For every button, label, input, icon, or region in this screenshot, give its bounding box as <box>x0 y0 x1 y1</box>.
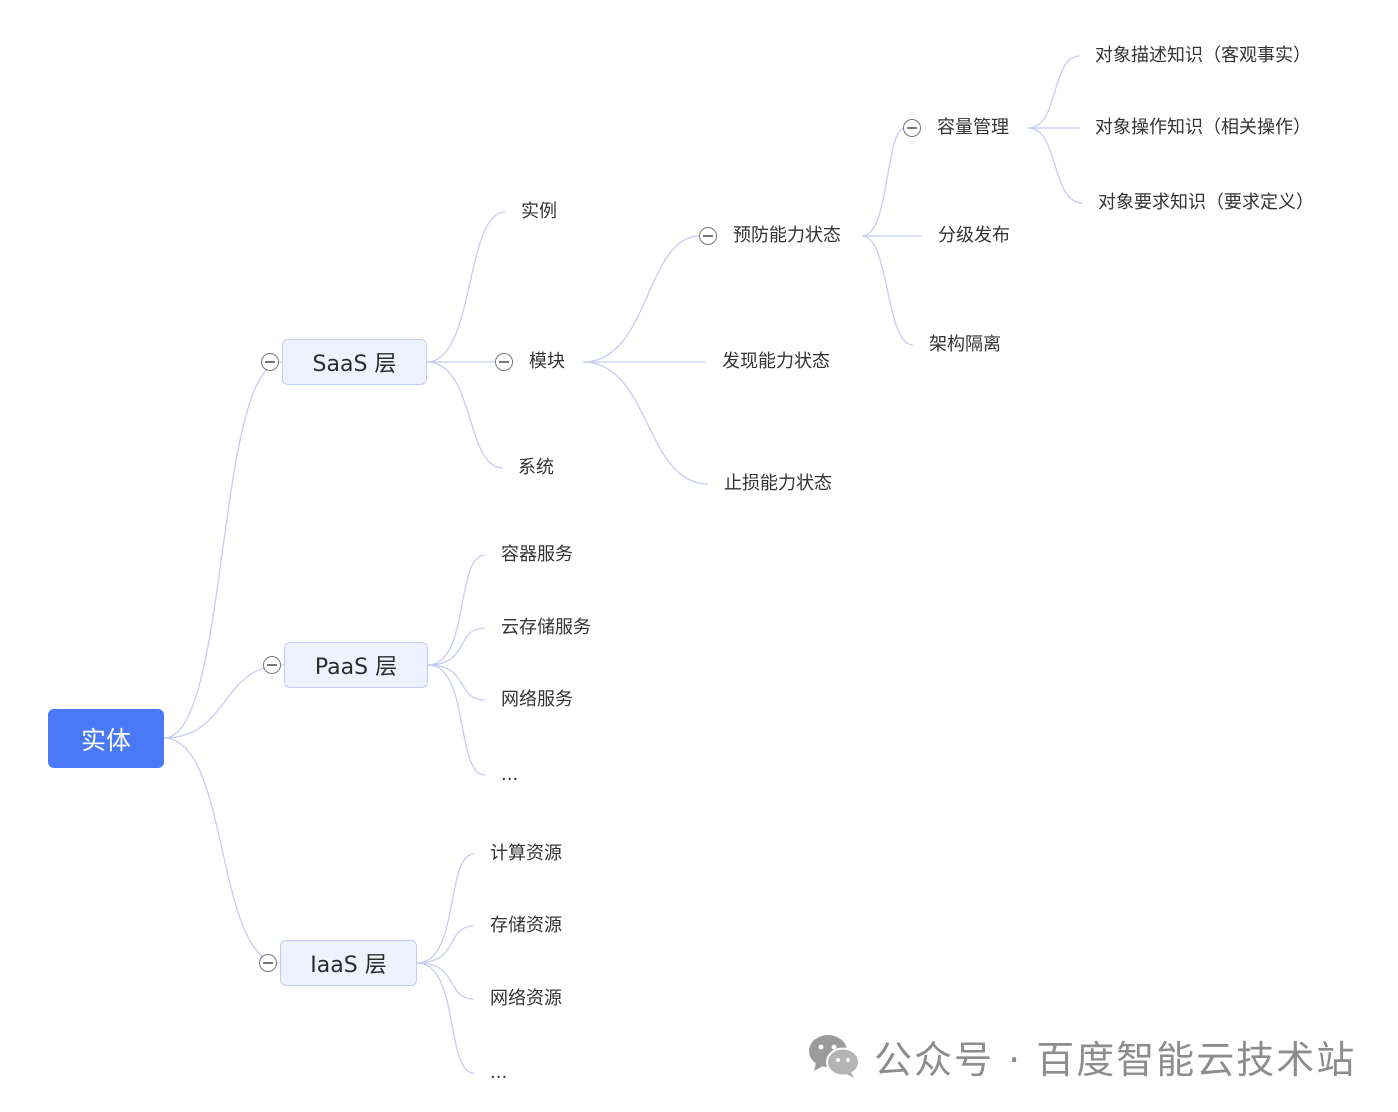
watermark: 公众号 · 百度智能云技术站 <box>806 1028 1356 1084</box>
node-paas-child[interactable]: 网络服务 <box>501 689 573 710</box>
watermark-text: 公众号 · 百度智能云技术站 <box>874 1037 1357 1082</box>
edge-iaas-2 <box>416 925 475 964</box>
node-capacity-management[interactable]: 容量管理 <box>937 117 1009 138</box>
node-paas-child[interactable]: ... <box>501 764 519 785</box>
node-graded-release[interactable]: 分级发布 <box>938 225 1010 246</box>
collapse-prevent-icon[interactable] <box>699 227 717 245</box>
node-iaas-child[interactable]: 存储资源 <box>490 915 562 936</box>
node-object-operate-knowledge[interactable]: 对象操作知识（相关操作） <box>1095 117 1311 138</box>
edge-root-saas <box>163 361 283 739</box>
node-module[interactable]: 模块 <box>529 351 565 372</box>
edge-prevent-isolation <box>861 235 914 346</box>
edge-module-prevent <box>582 235 701 363</box>
node-iaas-child[interactable]: 计算资源 <box>490 843 562 864</box>
node-stoploss-status[interactable]: 止损能力状态 <box>724 473 832 494</box>
collapse-capacity-icon[interactable] <box>903 119 921 137</box>
node-paas-child[interactable]: 云存储服务 <box>501 617 591 638</box>
node-object-describe-knowledge[interactable]: 对象描述知识（客观事实） <box>1095 45 1311 66</box>
node-architecture-isolation[interactable]: 架构隔离 <box>929 334 1001 355</box>
edge-iaas-3 <box>416 962 475 1000</box>
node-iaas-child[interactable]: 网络资源 <box>490 988 562 1009</box>
edge-paas-3 <box>427 664 486 701</box>
edge-saas-system <box>426 361 504 469</box>
node-saas-layer[interactable]: SaaS 层 <box>282 339 427 385</box>
edge-capacity-describe <box>1027 55 1081 129</box>
edge-paas-2 <box>427 627 486 666</box>
node-discover-status[interactable]: 发现能力状态 <box>722 351 830 372</box>
edge-iaas-4 <box>416 962 475 1074</box>
edge-saas-instance <box>426 211 506 363</box>
edge-paas-1 <box>427 554 486 666</box>
wechat-icon <box>809 1035 860 1078</box>
node-iaas-child[interactable]: ... <box>490 1062 508 1083</box>
collapse-paas-icon[interactable] <box>263 656 281 674</box>
node-paas-child[interactable]: 容器服务 <box>501 544 573 565</box>
collapse-saas-icon[interactable] <box>261 353 279 371</box>
collapse-module-icon[interactable] <box>495 353 513 371</box>
edge-module-stoploss <box>582 361 709 485</box>
node-instance[interactable]: 实例 <box>521 201 557 222</box>
edge-prevent-capacity <box>861 127 906 237</box>
root-node[interactable]: 实体 <box>48 709 164 768</box>
edge-paas-4 <box>427 664 486 776</box>
edge-root-paas <box>163 664 285 739</box>
node-system[interactable]: 系统 <box>518 457 554 478</box>
edge-capacity-require <box>1027 127 1084 204</box>
node-object-require-knowledge[interactable]: 对象要求知识（要求定义） <box>1098 192 1314 213</box>
node-prevent-status[interactable]: 预防能力状态 <box>733 225 841 246</box>
edge-root-iaas <box>163 737 281 964</box>
collapse-iaas-icon[interactable] <box>259 954 277 972</box>
node-iaas-layer[interactable]: IaaS 层 <box>280 940 417 986</box>
edge-iaas-1 <box>416 853 475 964</box>
node-paas-layer[interactable]: PaaS 层 <box>284 642 428 688</box>
